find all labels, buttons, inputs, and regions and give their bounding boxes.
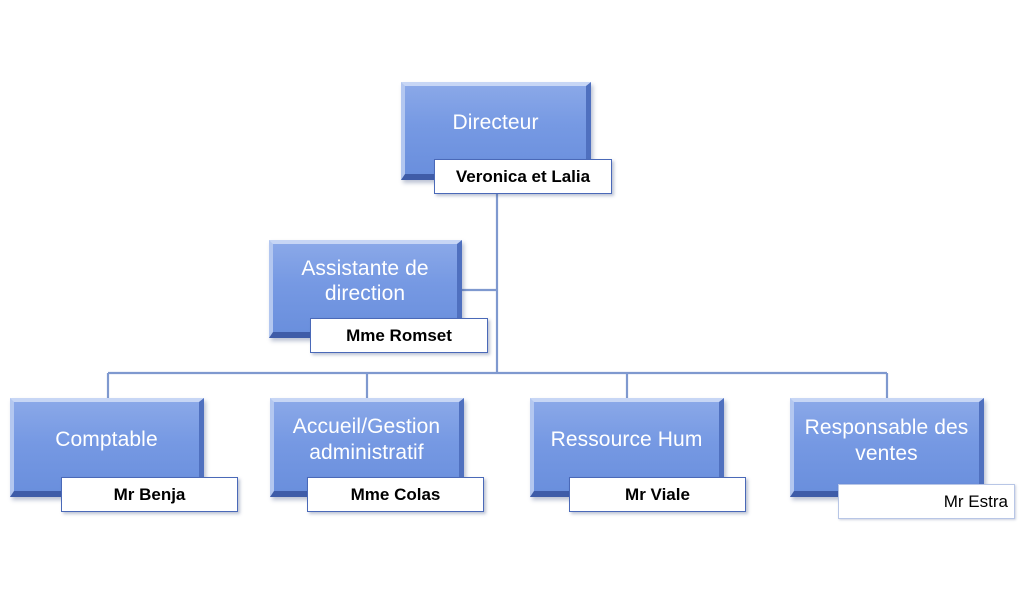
tag-responsable-ventes-person: Mr Estra [838,484,1015,519]
node-responsable-ventes: Responsable des ventes [790,398,984,497]
node-responsable-ventes-title-line1: Responsable des [804,416,969,440]
tag-accueil-person-text: Mme Colas [350,484,441,504]
tag-assistante-person: Mme Romset [310,318,488,353]
node-accueil-title-line2: administratif [309,440,424,464]
node-responsable-ventes-title-line2: ventes [855,441,918,465]
tag-ressource-hum-person-text: Mr Viale [625,484,690,504]
tag-accueil-person: Mme Colas [307,477,484,512]
tag-ressource-hum-person: Mr Viale [569,477,746,512]
tag-assistante-person-text: Mme Romset [346,325,452,345]
node-ressource-hum-title-line1: Ressource Hum [550,427,703,451]
tag-responsable-ventes-person-text: Mr Estra [943,491,1008,511]
node-accueil-title-line1: Accueil/Gestion [292,415,441,439]
node-directeur-title: Directeur [452,111,539,135]
tag-directeur-person-text: Veronica et Lalia [455,166,591,186]
tag-directeur-person: Veronica et Lalia [434,159,612,194]
tag-comptable-person: Mr Benja [61,477,238,512]
node-comptable-title-line1: Comptable [55,427,158,451]
tag-comptable-person-text: Mr Benja [113,484,186,504]
node-assistante-title-line1: Assistante de [301,256,429,280]
node-assistante-title-line2: direction [324,282,406,305]
